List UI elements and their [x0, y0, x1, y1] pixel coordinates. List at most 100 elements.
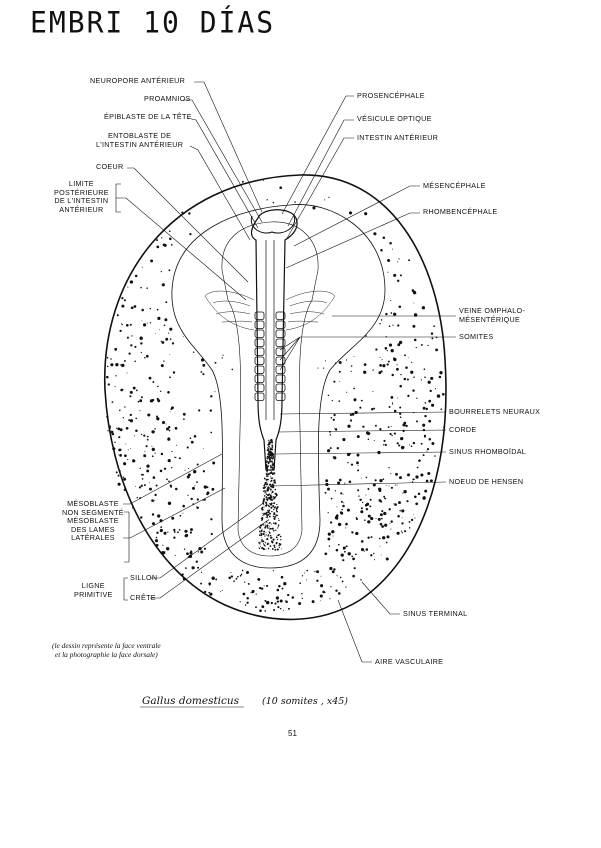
streak-dot	[267, 476, 269, 477]
stipple-dot	[165, 337, 169, 341]
streak-dot	[260, 532, 263, 535]
label-limite-3: DE L'INTESTIN	[54, 196, 109, 206]
streak-dot	[267, 443, 270, 446]
label-vesicule: VÉSICULE OPTIQUE	[357, 114, 432, 123]
stipple-dot	[212, 461, 216, 465]
stipple-dot	[168, 230, 171, 233]
stipple-dot	[427, 344, 429, 347]
somite	[254, 356, 265, 365]
stipple-dot	[154, 493, 157, 497]
stipple-dot	[436, 394, 441, 398]
stipple-dot	[116, 427, 118, 429]
stipple-dot	[396, 442, 399, 445]
stipple-dot	[428, 419, 432, 423]
stipple-dot	[403, 377, 407, 381]
stipple-dot	[118, 448, 121, 452]
streak-dot	[259, 526, 262, 529]
streak-dot	[267, 473, 270, 476]
somite	[254, 347, 265, 356]
stipple-dot	[384, 443, 387, 447]
stipple-dot	[140, 342, 143, 345]
stipple-dot	[129, 323, 132, 326]
stipple-dot	[383, 511, 387, 516]
label-noeud: NOEUD DE HENSEN	[449, 477, 524, 486]
streak-dot	[271, 490, 274, 493]
stipple-dot	[141, 478, 144, 480]
streak-dot	[268, 445, 270, 448]
stipple-dot	[363, 363, 367, 366]
stipple-dot	[193, 470, 197, 474]
streak-dot	[268, 506, 270, 508]
stipple-dot	[203, 485, 207, 489]
stipple-dot	[342, 546, 346, 550]
label-intestin: INTESTIN ANTÉRIEUR	[357, 133, 439, 142]
streak-dot	[272, 463, 275, 466]
stipple-dot	[140, 396, 143, 399]
stipple-dot	[324, 491, 327, 494]
stipple-dot	[382, 364, 386, 368]
stipple-dot	[129, 280, 134, 284]
stipple-dot	[203, 547, 207, 550]
stipple-dot	[379, 513, 383, 517]
stipple-dot	[177, 531, 179, 534]
stipple-dot	[415, 292, 417, 295]
stipple-dot	[186, 475, 190, 479]
streak-dot	[269, 527, 271, 530]
streak-dot	[271, 541, 273, 543]
streak-dot	[275, 506, 277, 508]
stipple-dot	[356, 453, 360, 457]
stipple-dot	[121, 297, 124, 300]
stipple-dot	[334, 427, 336, 429]
streak-dot	[268, 451, 270, 453]
somite	[275, 392, 286, 401]
stipple-dot	[250, 591, 252, 593]
stipple-dot	[333, 568, 336, 571]
streak-dot	[265, 548, 267, 550]
stipple-dot	[167, 531, 169, 533]
stipple-dot	[324, 199, 326, 201]
stipple-dot	[402, 446, 405, 449]
stipple-dot	[228, 576, 231, 580]
streak-dot	[269, 516, 271, 518]
stipple-dot	[337, 481, 341, 485]
stipple-dot	[373, 407, 376, 410]
stipple-dot	[266, 584, 269, 587]
stipple-dot	[173, 528, 176, 532]
stipple-dot	[246, 597, 249, 600]
stipple-dot	[188, 467, 190, 469]
stipple-dot	[130, 344, 133, 347]
stipple-dot	[324, 552, 328, 556]
stipple-dot	[272, 570, 274, 572]
somite	[275, 383, 286, 392]
stipple-dot	[375, 348, 378, 351]
stipple-dot	[140, 286, 142, 289]
stipple-dot	[169, 338, 172, 340]
stipple-dot	[381, 359, 383, 361]
stipple-dot	[168, 269, 171, 272]
stipple-dot	[394, 484, 396, 486]
stipple-dot	[360, 579, 362, 581]
streak-dot	[261, 528, 263, 530]
stipple-dot	[108, 426, 111, 430]
streak-dot	[264, 489, 266, 491]
label-limite-4: ANTÉRIEUR	[59, 204, 104, 214]
streak-dot	[272, 486, 274, 488]
streak-dot	[269, 451, 271, 453]
stipple-dot	[397, 397, 398, 399]
stipple-dot	[346, 359, 348, 361]
stipple-dot	[143, 323, 147, 327]
stipple-dot	[117, 427, 121, 431]
stipple-dot	[363, 370, 367, 374]
stipple-dot	[255, 593, 257, 595]
stipple-dot	[121, 363, 125, 368]
stipple-dot	[214, 361, 217, 364]
stipple-dot	[200, 582, 203, 585]
stipple-dot	[163, 324, 166, 327]
stipple-dot	[114, 386, 116, 388]
stipple-dot	[347, 461, 349, 464]
label-neuropore: NEUROPORE ANTÉRIEUR	[90, 76, 186, 85]
stipple-dot	[372, 483, 376, 487]
streak-dot	[272, 538, 275, 541]
stipple-dot	[281, 587, 284, 590]
stipple-dot	[413, 302, 415, 304]
